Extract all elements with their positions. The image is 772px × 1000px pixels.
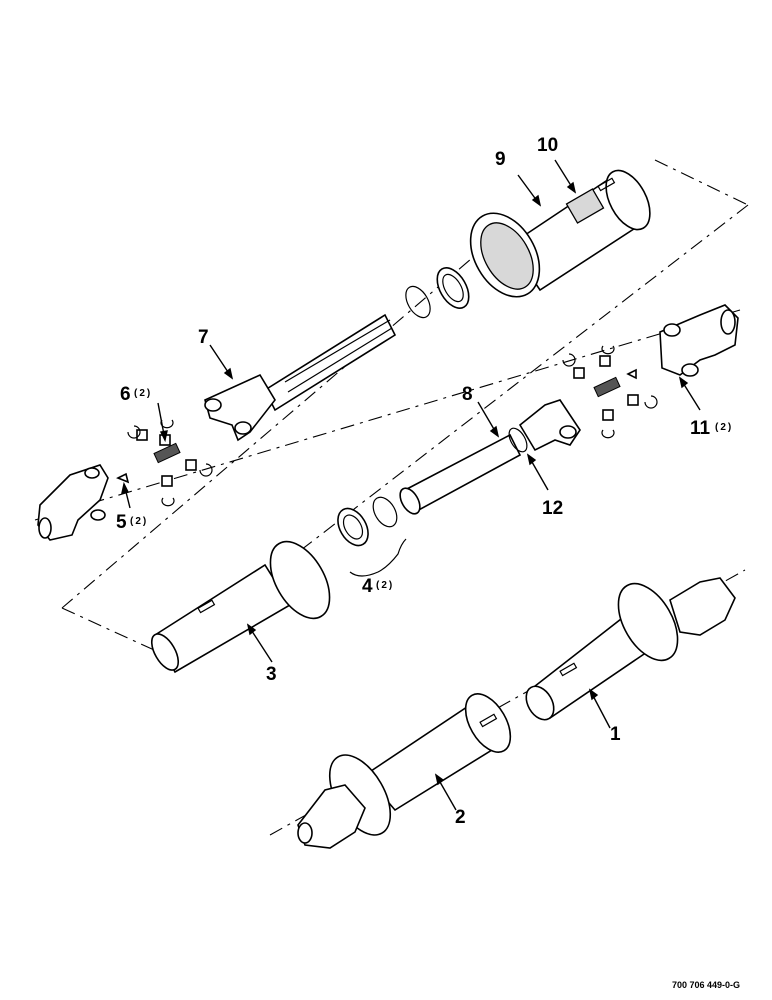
bearing-ring-lower [337, 496, 398, 547]
callout-6: 6 (2) [120, 384, 152, 405]
svg-text:11: 11 [690, 418, 711, 439]
brace-4 [349, 538, 407, 577]
svg-text:2: 2 [455, 807, 466, 828]
assembly-boundary [61, 159, 749, 656]
callout-12: 12 [542, 498, 563, 519]
middle-guard [150, 540, 331, 674]
left-end-yoke [37, 464, 109, 541]
guard-bell [469, 212, 541, 298]
callout-9: 9 [495, 149, 506, 170]
callout-8: 8 [462, 384, 473, 405]
svg-text:(2): (2) [134, 388, 152, 399]
svg-text:12: 12 [542, 498, 563, 519]
figure-number: 700 706 449-0-G [672, 980, 740, 990]
callout-11: 11 (2) [690, 418, 733, 439]
svg-text:5: 5 [116, 512, 127, 533]
outer-guard-tube [508, 169, 651, 292]
callout-1: 1 [610, 724, 621, 745]
callout-5: 5 (2) [116, 512, 148, 533]
svg-text:10: 10 [537, 135, 558, 156]
svg-text:7: 7 [198, 327, 209, 348]
svg-text:(2): (2) [715, 422, 733, 433]
svg-text:1: 1 [610, 724, 621, 745]
callout-4: 4 (2) [362, 576, 394, 597]
callout-10: 10 [537, 135, 558, 156]
upper-axis-line [34, 309, 741, 521]
svg-text:3: 3 [266, 664, 277, 685]
callout-7: 7 [198, 327, 209, 348]
svg-text:(2): (2) [130, 516, 148, 527]
leader-lines [121, 159, 701, 811]
callout-3: 3 [266, 664, 277, 685]
splined-shaft-yoke [204, 313, 397, 442]
inner-tube-yoke [399, 399, 581, 515]
lower-right-shaft [525, 577, 736, 721]
svg-text:4: 4 [362, 576, 373, 597]
bearing-ring-upper [405, 267, 470, 319]
right-end-yoke [659, 304, 739, 377]
svg-text:9: 9 [495, 149, 506, 170]
svg-text:(2): (2) [376, 580, 394, 591]
svg-text:6: 6 [120, 384, 131, 405]
callout-2: 2 [455, 807, 466, 828]
svg-text:8: 8 [462, 384, 473, 405]
lower-left-shaft [297, 693, 512, 849]
cross-bearing-right [562, 345, 658, 439]
